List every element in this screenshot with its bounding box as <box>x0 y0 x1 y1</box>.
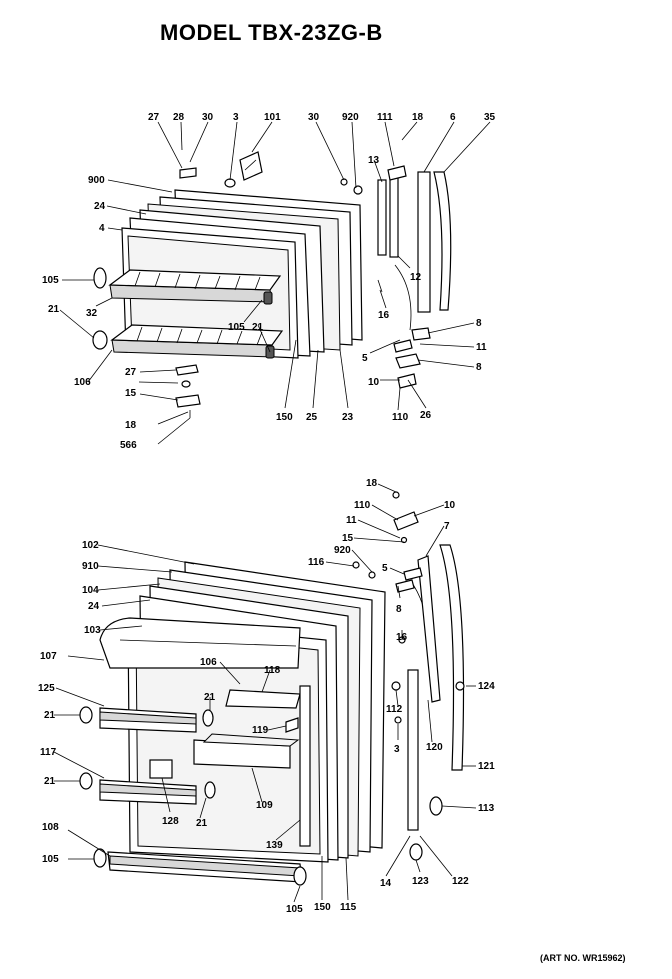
callout: 32 <box>86 308 98 319</box>
callout: 5 <box>382 563 388 574</box>
callout: 12 <box>410 272 422 283</box>
callout: 27 <box>125 367 137 378</box>
callout: 125 <box>38 683 55 694</box>
callout: 27 <box>148 112 160 123</box>
callout: 107 <box>40 651 57 662</box>
callout: 122 <box>452 876 469 887</box>
callout: 102 <box>82 540 99 551</box>
callout: 21 <box>196 818 208 829</box>
callout: 13 <box>368 155 380 166</box>
callout: 900 <box>88 175 105 186</box>
callout: 25 <box>306 412 318 423</box>
callout: 6 <box>450 112 456 123</box>
callout: 128 <box>162 816 179 827</box>
callout: 28 <box>173 112 185 123</box>
callout: 24 <box>94 201 106 212</box>
callout: 124 <box>478 681 495 692</box>
callout: 8 <box>396 604 402 615</box>
callout: 3 <box>394 744 400 755</box>
callout: 24 <box>88 601 100 612</box>
callout: 113 <box>478 803 495 814</box>
callout: 105 <box>42 275 59 286</box>
callout: 30 <box>202 112 214 123</box>
callout: 105 <box>286 904 303 915</box>
callout: 116 <box>308 557 325 568</box>
callout: 103 <box>84 625 101 636</box>
callout: 110 <box>392 412 409 423</box>
callout: 566 <box>120 440 137 451</box>
callout: 101 <box>264 112 281 123</box>
callout: 10 <box>444 500 456 511</box>
callout: 21 <box>252 322 264 333</box>
callout: 115 <box>340 902 357 913</box>
callout: 18 <box>125 420 137 431</box>
callout: 21 <box>204 692 216 703</box>
callout: 15 <box>125 388 137 399</box>
callout: 123 <box>412 876 429 887</box>
callout: 106 <box>200 657 217 668</box>
callout: 109 <box>256 800 273 811</box>
callout: 8 <box>476 318 482 329</box>
callout: 21 <box>44 710 56 721</box>
callout: 16 <box>396 632 408 643</box>
callout: 920 <box>342 112 359 123</box>
callout: 111 <box>377 112 393 123</box>
callout: 11 <box>476 342 487 353</box>
callout: 112 <box>386 704 403 715</box>
callout: 11 <box>346 515 357 526</box>
freezer-door-assembly: 27 28 30 3 101 30 920 111 18 6 35 900 24… <box>42 112 496 451</box>
fresh-food-door-assembly: 18 110 10 11 7 15 102 920 116 5 910 104 … <box>38 478 495 915</box>
callout: 15 <box>342 533 354 544</box>
callout: 16 <box>378 310 390 321</box>
callout: 110 <box>354 500 371 511</box>
callout: 910 <box>82 561 99 572</box>
callout: 920 <box>334 545 351 556</box>
callout: 5 <box>362 353 368 364</box>
callout: 18 <box>366 478 378 489</box>
callout: 10 <box>368 377 380 388</box>
callout: 21 <box>44 776 56 787</box>
model-title: MODEL TBX-23ZG-B <box>160 20 383 45</box>
callout: 30 <box>308 112 320 123</box>
callout: 26 <box>420 410 432 421</box>
callout: 108 <box>42 822 59 833</box>
callout: 3 <box>233 112 239 123</box>
callout: 119 <box>252 725 269 736</box>
callout: 104 <box>82 585 99 596</box>
callout: 120 <box>426 742 443 753</box>
callout: 21 <box>48 304 60 315</box>
callout: 8 <box>476 362 482 373</box>
callout: 7 <box>444 521 450 532</box>
callout: 14 <box>380 878 392 889</box>
callout: 106 <box>74 377 91 388</box>
callout: 35 <box>484 112 496 123</box>
callout: 121 <box>478 761 495 772</box>
callout: 105 <box>42 854 59 865</box>
art-number: (ART NO. WR15962) <box>540 953 626 963</box>
callout: 117 <box>40 747 57 758</box>
callout: 150 <box>276 412 293 423</box>
callout: 118 <box>264 665 281 676</box>
callout: 18 <box>412 112 424 123</box>
callout: 105 <box>228 322 245 333</box>
callout: 150 <box>314 902 331 913</box>
callout: 139 <box>266 840 283 851</box>
callout: 23 <box>342 412 354 423</box>
callout: 4 <box>99 223 105 234</box>
